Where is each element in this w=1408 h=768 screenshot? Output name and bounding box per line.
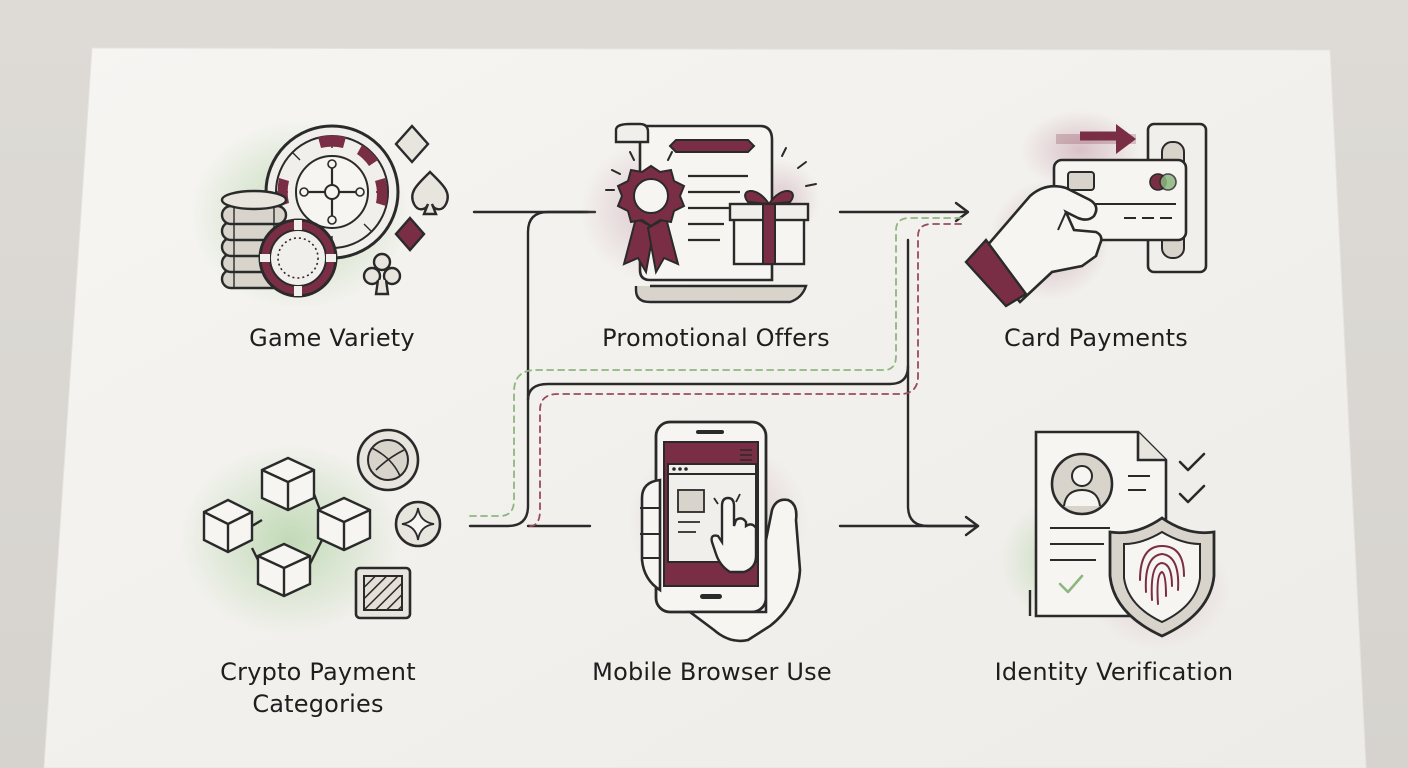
gift-box-icon [728,147,817,266]
diamond-suit-icon [394,124,430,164]
card-payments-icon-group [964,110,1208,308]
node-label-crypto-line1: Crypto Payment [220,658,416,686]
award-ribbon-icon [605,151,686,275]
hand-card-icon [964,158,1188,308]
node-label-crypto-line2: Categories [252,690,384,718]
diamond-suit-icon [394,216,426,252]
club-suit-icon [362,252,402,296]
edge-game-mobile [468,210,590,528]
spade-suit-icon [411,170,449,216]
node-label-promotional-offers: Promotional Offers [602,324,830,352]
game-variety-icon-group [190,120,449,310]
crypto-payment-icon-group [180,428,442,635]
edge-crypto-card-green [469,217,963,517]
node-label-card-payments: Card Payments [1004,324,1188,352]
mobile-browser-icon-group [628,420,808,643]
crypto-coin-icon [354,428,442,620]
node-label-game-variety: Game Variety [249,324,415,352]
fingerprint-shield-icon [1108,516,1216,638]
blockchain-cubes-icon [202,456,372,598]
motion-arrow-icon [1056,124,1136,154]
tap-hand-icon [710,493,758,574]
smartphone-icon [654,420,768,614]
connectors [468,201,980,537]
holding-hand-icon [640,478,802,643]
promotional-offers-icon-group [580,122,820,304]
edge-bridge [526,364,910,402]
checkmark-icon [1058,452,1206,594]
poker-chips-icon [220,189,338,298]
node-label-mobile-browser-use: Mobile Browser Use [592,658,832,686]
identity-verification-icon-group [1000,430,1230,650]
node-label-crypto-payment-categories: Crypto Payment Categories [178,656,458,720]
edge-crypto-card-maroon [529,223,963,527]
node-label-identity-verification: Identity Verification [994,658,1234,686]
card-suits-icon [362,124,449,296]
arrow-identity [964,515,980,537]
